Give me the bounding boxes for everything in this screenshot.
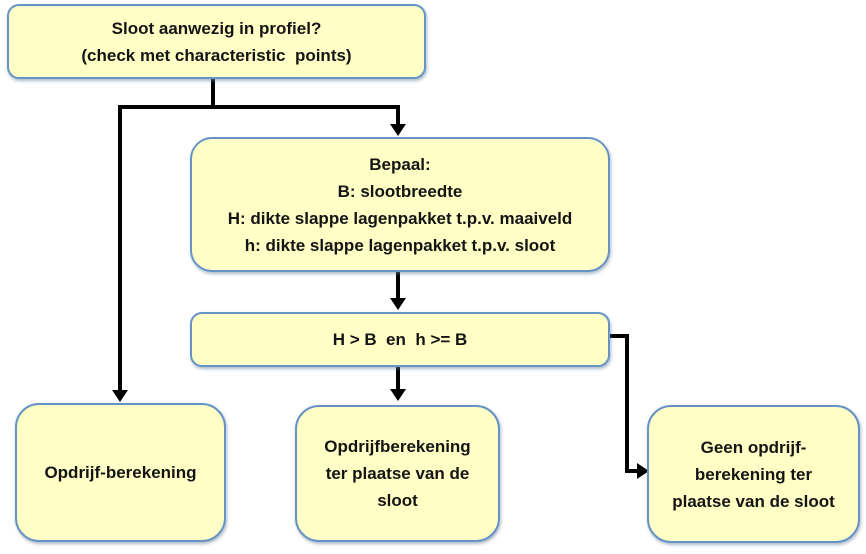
- node-text-line: H: dikte slappe lagenpakket t.p.v. maaiv…: [227, 208, 573, 228]
- arrowhead-right-icon: [637, 463, 649, 479]
- node-opdrijf-berekening: Opdrijf-berekening: [15, 403, 226, 542]
- node-text-line: Geen opdrijf-: [700, 437, 807, 457]
- arrowhead-down-icon: [390, 124, 406, 136]
- arrowhead-down-icon: [112, 390, 128, 402]
- node-text-line: h: dikte slappe lagenpakket t.p.v. sloot: [244, 235, 556, 255]
- node-text-line: B: slootbreedte: [337, 181, 463, 201]
- arrowhead-down-icon: [390, 298, 406, 310]
- connector-elbow-top: [608, 334, 629, 338]
- node-geen-opdrijfberekening: Geen opdrijf- berekening ter plaatse van…: [647, 405, 860, 543]
- node-sloot-aanwezig: Sloot aanwezig in profiel? (check met ch…: [7, 4, 426, 79]
- node-text-line: ter plaatse van de: [325, 464, 470, 483]
- connector-elbow-vertical: [625, 334, 629, 473]
- node-text-line: Sloot aanwezig in profiel?: [111, 18, 322, 38]
- node-opdrijfberekening-sloot: Opdrijfberekening ter plaatse van de slo…: [295, 405, 500, 542]
- node-condition-h-b: H > B en h >= B: [190, 312, 610, 367]
- connector-condition-to-middle: [396, 366, 400, 390]
- connector-start-stem: [211, 79, 215, 109]
- connector-bepaal-to-condition: [396, 271, 400, 299]
- node-text-line: plaatse van de sloot: [672, 491, 835, 511]
- connector-branch-bar: [118, 105, 400, 109]
- arrowhead-down-icon: [390, 389, 406, 401]
- connector-elbow-bottom: [625, 469, 638, 473]
- node-bepaal: Bepaal: B: slootbreedte H: dikte slappe …: [190, 137, 610, 272]
- connector-right-branch: [396, 105, 400, 125]
- node-text-line: Opdrijfberekening: [324, 437, 471, 456]
- node-text-line: H > B en h >= B: [332, 330, 468, 349]
- node-text-line: sloot: [377, 491, 418, 510]
- node-text-line: Bepaal:: [369, 154, 431, 174]
- node-text-line: berekening ter: [694, 464, 813, 484]
- connector-left-branch: [118, 105, 122, 391]
- node-text-line: Opdrijf-berekening: [44, 463, 197, 482]
- node-text-line: (check met characteristic points): [81, 45, 352, 65]
